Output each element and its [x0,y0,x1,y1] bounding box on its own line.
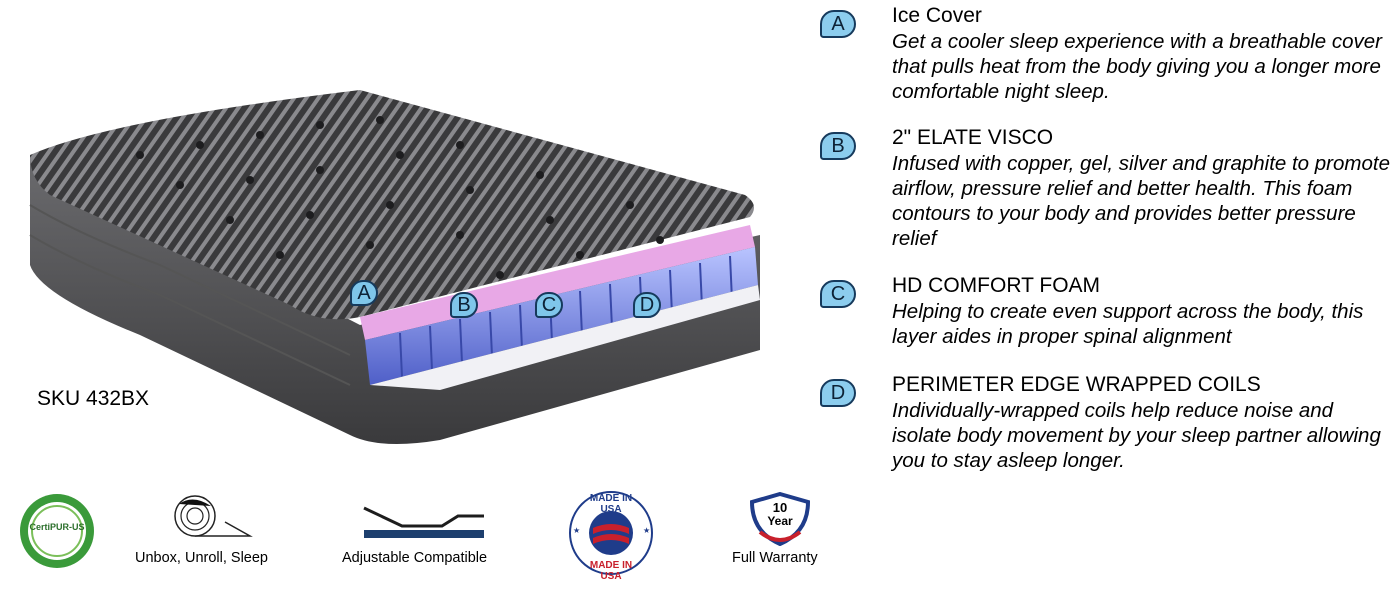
made-in-usa-seal: ★ ★ MADE IN USA MADE IN USA [565,490,657,582]
svg-text:★: ★ [573,526,580,535]
usa-flag-icon: ★ ★ [569,491,653,575]
shield-icon [749,491,811,547]
marker-d: D [633,292,661,318]
warranty-label: Full Warranty [732,550,818,566]
certipur-icon [20,494,94,568]
feature-hd-comfort-foam: C HD COMFORT FOAM Helping to create even… [820,274,1390,354]
svg-text:★: ★ [643,526,650,535]
adjustable-label: Adjustable Compatible [342,550,488,566]
unbox-roll-icon [165,494,255,549]
feature-description: Infused with copper, gel, silver and gra… [892,152,1390,250]
feature-description: Individually-wrapped coils help reduce n… [892,399,1381,472]
adjustable-base-icon [362,500,486,545]
feature-title: 2" ELATE VISCO [892,126,1054,149]
feature-title: HD COMFORT FOAM [892,274,1101,297]
feature-badge: B [820,132,856,160]
warranty-years: 10 [772,500,788,515]
feature-elate-visco: B 2" ELATE VISCO Infused with copper, ge… [820,126,1390,256]
marker-b: B [450,292,478,318]
usa-top-text: MADE IN USA [589,493,633,515]
feature-badge: C [820,280,856,308]
warranty-unit: Year [767,514,793,528]
marker-c: C [535,292,563,318]
feature-description: Get a cooler sleep experience with a bre… [892,30,1383,103]
feature-perimeter-coils: D PERIMETER EDGE WRAPPED COILS Individua… [820,373,1390,473]
certipur-logo: CertiPUR-US [18,492,96,575]
feature-description: Helping to create even support across th… [892,300,1364,348]
warranty-shield: 10 Year [748,491,812,551]
feature-badge: D [820,379,856,407]
feature-title: PERIMETER EDGE WRAPPED COILS [892,373,1261,396]
marker-a: A [350,280,378,306]
sku-label: SKU 432BX [37,387,150,410]
feature-ice-cover: A Ice Cover Get a cooler sleep experienc… [820,4,1390,114]
unbox-label: Unbox, Unroll, Sleep [135,550,268,566]
usa-bottom-text: MADE IN USA [589,560,633,582]
certipur-text: CertiPUR-US [29,522,85,532]
feature-badge: A [820,10,856,38]
feature-title: Ice Cover [892,4,982,27]
